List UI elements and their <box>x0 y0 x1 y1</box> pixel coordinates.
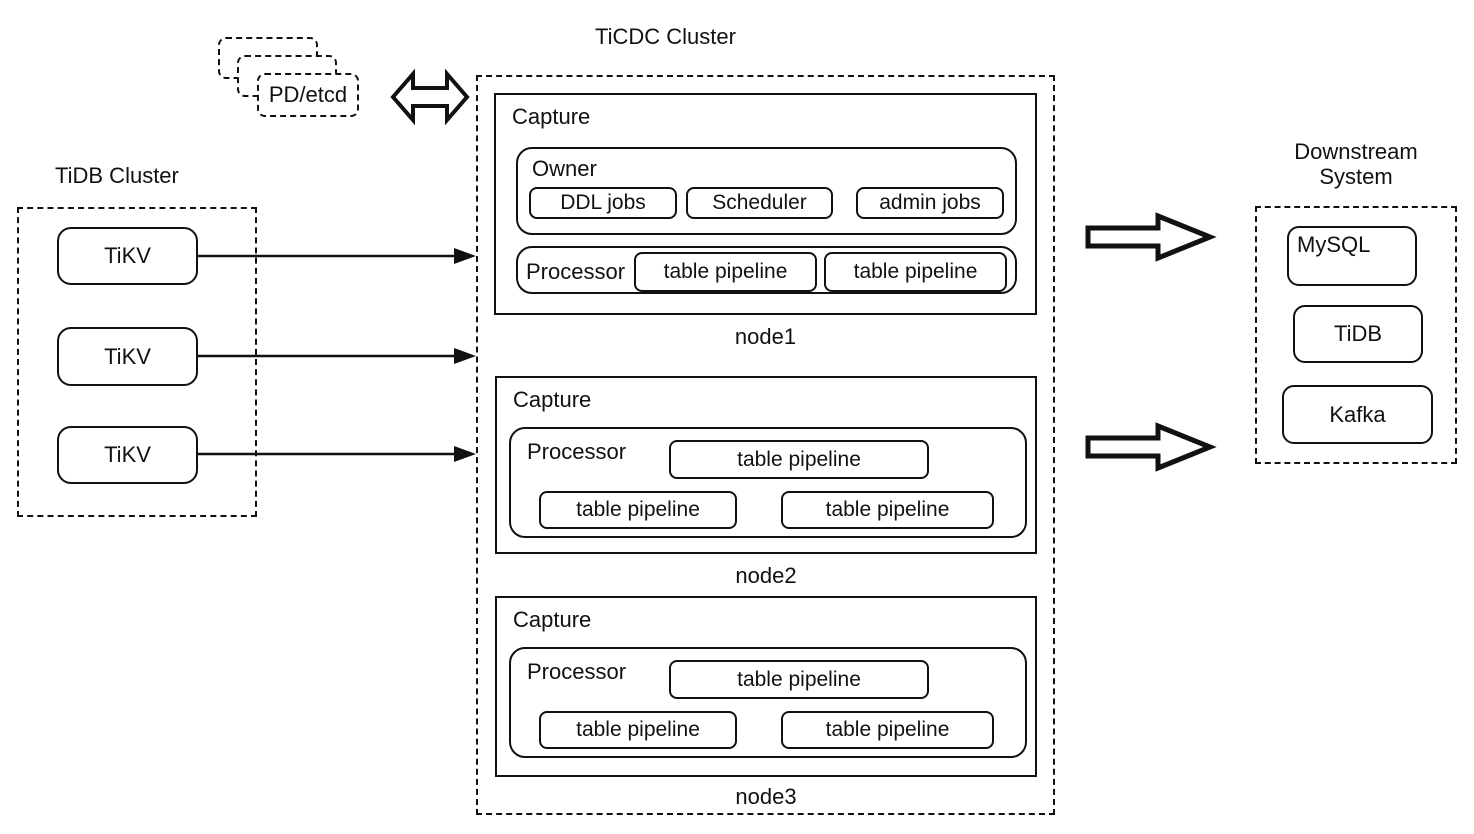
node1-owner-label: Owner <box>532 156 597 181</box>
node1-capture-label: Capture <box>512 104 591 129</box>
downstream-arrow-icon-top <box>1085 212 1217 262</box>
table-pipeline-box: table pipeline <box>824 252 1007 292</box>
ddl-jobs-box: DDL jobs <box>529 187 677 219</box>
table-pipeline-box: table pipeline <box>539 491 737 529</box>
downstream-kafka-box: Kafka <box>1282 385 1433 444</box>
table-pipeline-box: table pipeline <box>669 660 929 699</box>
table-pipeline-label: table pipeline <box>663 260 788 284</box>
downstream-arrow-icon-bottom <box>1085 422 1217 472</box>
bidirectional-arrow-icon <box>390 68 470 126</box>
table-pipeline-label: table pipeline <box>737 447 861 471</box>
scheduler-label: Scheduler <box>712 191 807 215</box>
tikv-node-2: TiKV <box>57 327 198 386</box>
node3-processor-label: Processor <box>527 659 627 684</box>
node1-processor-label: Processor <box>526 259 626 284</box>
table-pipeline-box: table pipeline <box>634 252 817 292</box>
pd-etcd-node: PD/etcd <box>257 73 359 117</box>
tikv-label: TiKV <box>104 343 151 369</box>
tikv-node-3: TiKV <box>57 426 198 484</box>
mysql-label: MySQL <box>1297 232 1371 257</box>
tikv-node-1: TiKV <box>57 227 198 285</box>
table-pipeline-box: table pipeline <box>781 711 994 749</box>
table-pipeline-label: table pipeline <box>576 718 700 742</box>
table-pipeline-label: table pipeline <box>853 260 978 284</box>
ddl-jobs-label: DDL jobs <box>560 191 646 215</box>
tikv-label: TiKV <box>104 243 151 269</box>
ticdc-cluster-title: TiCDC Cluster <box>595 24 736 49</box>
ticdc-cluster-box <box>476 75 1055 815</box>
node1-processor-box: Processor table pipeline table pipeline <box>516 246 1017 294</box>
node1-caption: node1 <box>734 324 797 349</box>
tidb-cluster-box <box>17 207 257 517</box>
table-pipeline-label: table pipeline <box>576 498 700 522</box>
node2-capture-label: Capture <box>513 387 592 412</box>
table-pipeline-box: table pipeline <box>781 491 994 529</box>
admin-jobs-label: admin jobs <box>879 191 981 215</box>
node1-capture-box: Capture Owner DDL jobs Scheduler admin j… <box>494 93 1037 315</box>
table-pipeline-label: table pipeline <box>737 667 861 691</box>
downstream-system-box: MySQL TiDB Kafka <box>1255 206 1457 464</box>
node1-owner-box: Owner DDL jobs Scheduler admin jobs <box>516 147 1017 235</box>
tidb-cluster-title: TiDB Cluster <box>55 163 179 188</box>
downstream-system-title: Downstream System <box>1294 139 1418 190</box>
tidb-label: TiDB <box>1333 321 1383 347</box>
table-pipeline-label: table pipeline <box>825 498 950 522</box>
table-pipeline-box: table pipeline <box>669 440 929 479</box>
admin-jobs-box: admin jobs <box>856 187 1004 219</box>
downstream-mysql-box: MySQL <box>1287 226 1417 286</box>
table-pipeline-label: table pipeline <box>825 718 950 742</box>
table-pipeline-box: table pipeline <box>539 711 737 749</box>
node2-caption: node2 <box>735 563 797 588</box>
node3-caption: node3 <box>735 784 797 809</box>
node2-processor-box: Processor table pipeline table pipeline … <box>509 427 1027 538</box>
kafka-label: Kafka <box>1329 401 1386 427</box>
downstream-tidb-box: TiDB <box>1293 305 1423 363</box>
node3-processor-box: Processor table pipeline table pipeline … <box>509 647 1027 758</box>
node3-capture-box: Capture Processor table pipeline table p… <box>495 596 1037 777</box>
node3-capture-label: Capture <box>513 607 592 632</box>
pd-etcd-label: PD/etcd <box>268 82 348 108</box>
node2-processor-label: Processor <box>527 439 627 464</box>
tikv-label: TiKV <box>104 442 151 468</box>
node2-capture-box: Capture Processor table pipeline table p… <box>495 376 1037 554</box>
scheduler-box: Scheduler <box>686 187 833 219</box>
